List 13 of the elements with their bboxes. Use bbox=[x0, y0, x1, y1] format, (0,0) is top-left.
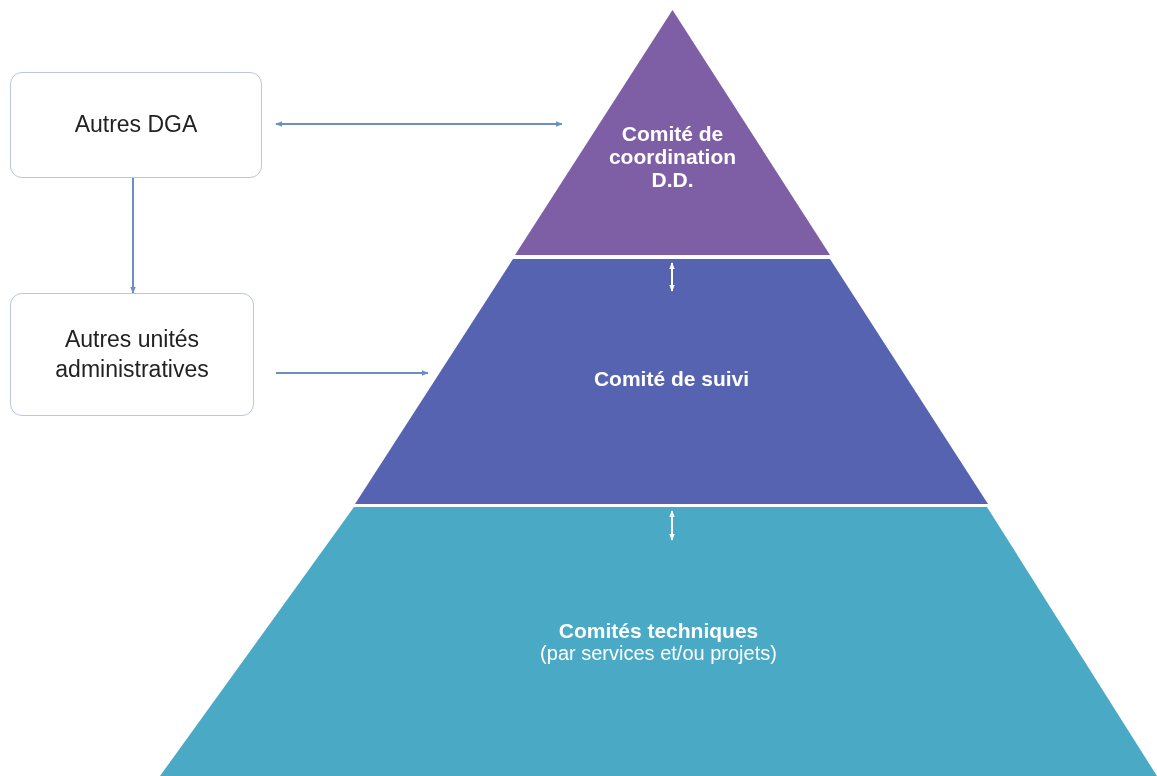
arrow bbox=[669, 262, 675, 292]
rounded-box bbox=[10, 293, 254, 416]
box-label: Autres DGA bbox=[74, 110, 198, 140]
arrow bbox=[130, 177, 136, 294]
tier-title: Comité de coordination D.D. bbox=[607, 122, 738, 192]
tier-title: Comité de suivi bbox=[593, 367, 750, 391]
arrow bbox=[669, 510, 675, 541]
arrow bbox=[275, 370, 429, 376]
rounded-box bbox=[10, 72, 262, 178]
tier-title: Comités techniques bbox=[558, 619, 759, 643]
box-label: Autres unités administratives bbox=[54, 324, 210, 384]
arrow bbox=[275, 121, 563, 127]
tier-subtitle: (par services et/ou projets) bbox=[540, 642, 777, 665]
